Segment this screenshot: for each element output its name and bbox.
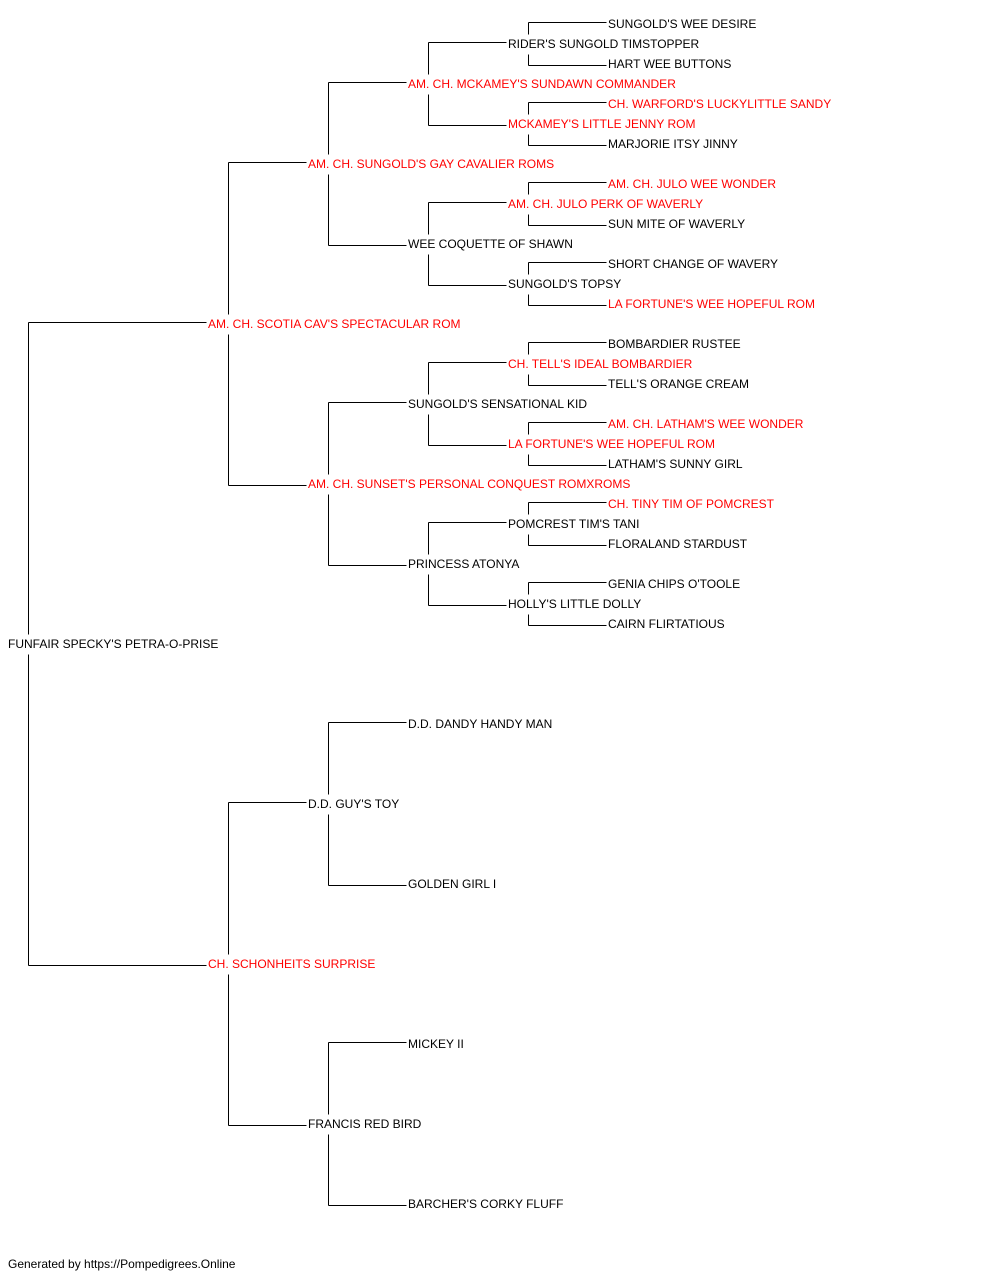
gen5-name: CAIRN FLIRTATIOUS [608,617,725,631]
gen5-name: FLORALAND STARDUST [608,537,748,551]
sd-dam-name: PRINCESS ATONYA [408,557,520,571]
gen4-name: MCKAMEY'S LITTLE JENNY ROM [508,117,696,131]
gen5-name: BOMBARDIER RUSTEE [608,337,741,351]
subject-name: FUNFAIR SPECKY'S PETRA-O-PRISE [8,637,219,651]
ds-dam-name: GOLDEN GIRL I [408,877,497,891]
dd-dam-name: BARCHER'S CORKY FLUFF [408,1197,564,1211]
ss-sire-name: AM. CH. MCKAMEY'S SUNDAWN COMMANDER [408,77,676,91]
gen4-name: LA FORTUNE'S WEE HOPEFUL ROM [508,437,715,451]
sd-sire-name: SUNGOLD'S SENSATIONAL KID [408,397,587,411]
sire-dam-name: AM. CH. SUNSET'S PERSONAL CONQUEST ROMXR… [308,477,631,491]
gen5-name: AM. CH. LATHAM'S WEE WONDER [608,417,804,431]
gen5-name: MARJORIE ITSY JINNY [608,137,738,151]
gen5-name: LA FORTUNE'S WEE HOPEFUL ROM [608,297,815,311]
dam-name: CH. SCHONHEITS SURPRISE [208,957,376,971]
gen5-name: SHORT CHANGE OF WAVERY [608,257,779,271]
gen4-name: RIDER'S SUNGOLD TIMSTOPPER [508,37,700,51]
gen5-name: AM. CH. JULO WEE WONDER [608,177,777,191]
gen5-name: CH. TINY TIM OF POMCREST [608,497,775,511]
sire-name: AM. CH. SCOTIA CAV'S SPECTACULAR ROM [208,317,461,331]
gen5-name: GENIA CHIPS O'TOOLE [608,577,741,591]
dam-dam-name: FRANCIS RED BIRD [308,1117,422,1131]
gen5-name: SUNGOLD'S WEE DESIRE [608,17,757,31]
dam-sire-name: D.D. GUY'S TOY [308,797,400,811]
gen4-name: SUNGOLD'S TOPSY [508,277,622,291]
generator-credit: Generated by https://Pompedigrees.Online [8,1257,236,1271]
gen5-name: CH. WARFORD'S LUCKYLITTLE SANDY [608,97,832,111]
gen5-name: SUN MITE OF WAVERLY [608,217,746,231]
gen4-name: HOLLY'S LITTLE DOLLY [508,597,642,611]
gen5-name: HART WEE BUTTONS [608,57,732,71]
gen4-name: AM. CH. JULO PERK OF WAVERLY [508,197,704,211]
gen4-name: POMCREST TIM'S TANI [508,517,640,531]
gen4-name: CH. TELL'S IDEAL BOMBARDIER [508,357,693,371]
gen5-name: LATHAM'S SUNNY GIRL [608,457,743,471]
ss-dam-name: WEE COQUETTE OF SHAWN [408,237,573,251]
ds-sire-name: D.D. DANDY HANDY MAN [408,717,553,731]
gen5-name: TELL'S ORANGE CREAM [608,377,749,391]
dd-sire-name: MICKEY II [408,1037,464,1051]
sire-sire-name: AM. CH. SUNGOLD'S GAY CAVALIER ROMS [308,157,555,171]
